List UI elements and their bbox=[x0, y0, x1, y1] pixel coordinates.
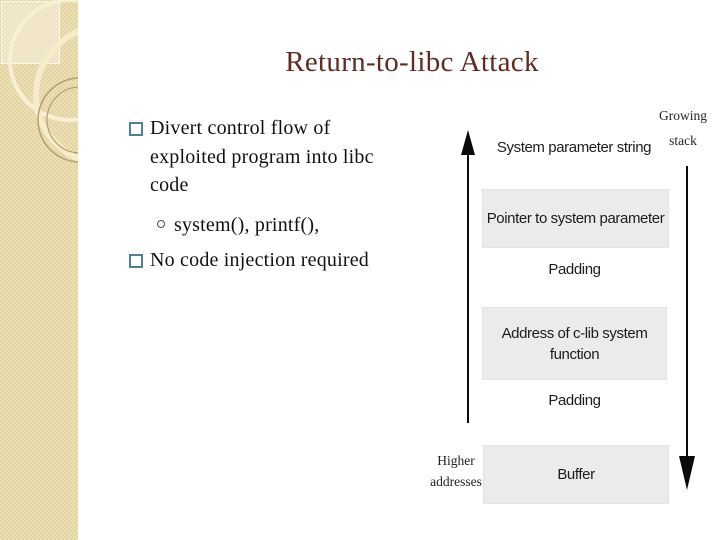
stack-row-padding-2: Padding bbox=[548, 392, 601, 409]
stack-box-pointer-to-system-parameter: Pointer to system parameter bbox=[482, 189, 669, 248]
square-bullet-icon bbox=[129, 122, 143, 136]
stack-row-system-parameter-string: System parameter string bbox=[496, 139, 652, 156]
growing-stack-label: Growing stack bbox=[648, 103, 718, 153]
bullet-item-2: No code injection required bbox=[129, 246, 369, 275]
up-arrow-line bbox=[467, 152, 469, 423]
bullet-1-line-3: code bbox=[150, 174, 189, 196]
square-bullet-icon bbox=[129, 254, 143, 268]
down-arrow-line bbox=[686, 166, 688, 458]
sidebar-circles-ornament bbox=[8, 0, 78, 163]
growing-stack-line-2: stack bbox=[669, 133, 697, 148]
stack-box-address-of-clib-system-function: Address of c-lib system function bbox=[482, 307, 667, 380]
bullet-1-line-2: exploited program into libc bbox=[150, 145, 374, 168]
higher-addresses-label: Higher addresses bbox=[424, 450, 488, 492]
higher-addresses-line-2: addresses bbox=[430, 474, 482, 489]
bullet-1-line-1: Divert control flow of bbox=[150, 117, 331, 139]
sidebar-decoration bbox=[0, 0, 78, 540]
slide-title: Return-to-libc Attack bbox=[285, 46, 539, 78]
bullet-2-line-1: No code injection required bbox=[150, 249, 370, 271]
stack-box-buffer: Buffer bbox=[483, 445, 669, 504]
stack-row-padding-1: Padding bbox=[548, 261, 601, 278]
up-arrowhead-icon bbox=[461, 130, 475, 155]
sub-bullet-item: system(), printf(), bbox=[157, 210, 319, 240]
down-arrowhead-icon bbox=[679, 456, 695, 490]
higher-addresses-line-1: Higher bbox=[437, 453, 475, 468]
circle-bullet-icon bbox=[157, 220, 165, 228]
growing-stack-line-1: Growing bbox=[659, 108, 707, 123]
sub-bullet-text: system(), printf(), bbox=[174, 214, 320, 236]
bullet-item-1: Divert control flow of exploited program… bbox=[129, 114, 374, 200]
